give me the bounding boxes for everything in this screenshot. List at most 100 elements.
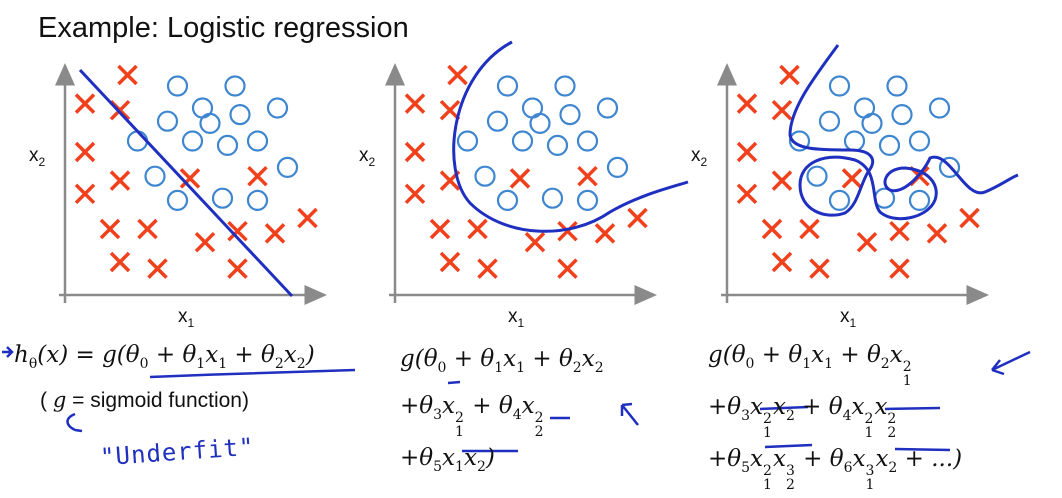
circle-point: [486, 110, 509, 132]
formula-text: + θ: [227, 342, 275, 368]
cross-point: [771, 99, 793, 121]
cross-point: [926, 223, 948, 244]
cross-point: [524, 231, 546, 253]
cross-point: [477, 258, 498, 279]
circle-point: [606, 156, 629, 178]
cross-stroke: [74, 141, 96, 163]
underline: [447, 380, 570, 453]
circle-point: [541, 187, 564, 209]
cross-point: [467, 218, 488, 240]
formula-text: x: [442, 445, 456, 471]
cross-stroke: [179, 168, 201, 189]
formula-text: + θ: [446, 346, 495, 372]
cross-point: [429, 218, 451, 240]
paren: (: [40, 389, 47, 412]
subscript: 0: [745, 356, 755, 372]
arrow-down-left-icon: [991, 350, 1031, 376]
slide-title: Example: Logistic regression: [38, 12, 409, 44]
cross-stroke: [227, 220, 248, 242]
formula-text: x: [750, 446, 764, 472]
y-axis-label: x2: [691, 145, 708, 169]
cross-stroke: [247, 165, 268, 187]
formula-text: + θ: [525, 346, 573, 372]
circle-point: [886, 75, 908, 97]
x-axis-label: x1: [840, 306, 857, 330]
subscript: 2: [785, 408, 795, 424]
circle-point: [928, 97, 951, 119]
cross-point: [179, 168, 201, 189]
formula-text: x: [503, 346, 517, 372]
cross-point: [889, 258, 910, 279]
circle-point: [891, 103, 913, 126]
cross-stroke: [404, 141, 426, 163]
formula-text: x: [463, 445, 477, 471]
circle-point: [156, 110, 179, 132]
cross-stroke: [467, 218, 488, 240]
cross-stroke: [74, 183, 96, 205]
subscript: 0: [437, 360, 447, 376]
cross-point: [404, 93, 426, 114]
circle-point: [828, 75, 851, 97]
cross-stroke: [439, 251, 461, 273]
cross-point: [404, 141, 426, 163]
subscript: 3: [741, 408, 751, 424]
cross-stroke: [509, 168, 531, 189]
cross-point: [404, 183, 426, 205]
cross-point: [779, 64, 800, 86]
formula-text: +θ: [708, 394, 742, 420]
circle-point: [908, 130, 931, 152]
cross-stroke: [524, 231, 546, 253]
cross-point: [264, 223, 286, 244]
cross-point: [736, 141, 758, 163]
cross-stroke: [439, 99, 461, 121]
formula-line: hθ(x) = g(θ0 + θ1x1 + θ2x2): [14, 336, 315, 383]
cross-stroke: [889, 220, 910, 242]
formula-text: ): [305, 342, 315, 368]
cross-stroke: [841, 168, 863, 189]
circle-point: [596, 97, 619, 119]
cross-point: [74, 93, 96, 114]
cross-stroke: [477, 258, 498, 279]
cross-point: [509, 168, 531, 189]
formula-text: x: [772, 394, 786, 420]
subscript: 1: [494, 360, 504, 376]
cross-stroke: [761, 218, 783, 240]
cross-stroke: [194, 231, 216, 253]
subscript: 2: [572, 360, 582, 376]
sigmoid-note-text: = sigmoid function): [66, 389, 249, 412]
circle-point: [843, 130, 866, 152]
formula-text: + θ: [795, 446, 844, 472]
cross-point: [297, 207, 318, 229]
circle-point: [216, 134, 239, 156]
decision-boundary-linear: [78, 68, 294, 298]
circle-point: [788, 130, 811, 152]
subscript: 2: [594, 360, 604, 376]
formula-line: g(θ0 + θ1x1 + θ2x2: [400, 340, 604, 387]
circle-point: [211, 187, 234, 209]
formula-text: +θ: [400, 445, 434, 471]
circle-point: [878, 134, 901, 156]
formula-text: g(θ: [400, 346, 438, 372]
cross-point: [194, 231, 216, 253]
cross-point: [959, 207, 980, 229]
formula-line: +θ5x1x2): [400, 439, 604, 486]
formula-text: x: [875, 446, 889, 472]
cross-point: [439, 99, 461, 121]
subscript: 2: [880, 356, 890, 372]
subscript: 4: [512, 407, 522, 423]
cross-stroke: [137, 218, 158, 240]
cross-stroke: [959, 207, 980, 229]
cross-point: [736, 183, 758, 205]
cross-stroke: [779, 64, 800, 86]
cross-point: [109, 251, 131, 273]
pointer-arrow-icon: [2, 346, 14, 358]
formula-text: (x) = g(θ: [37, 342, 140, 368]
cross-stroke: [147, 258, 168, 279]
cross-stroke: [856, 231, 878, 253]
cross-stroke: [557, 258, 578, 279]
